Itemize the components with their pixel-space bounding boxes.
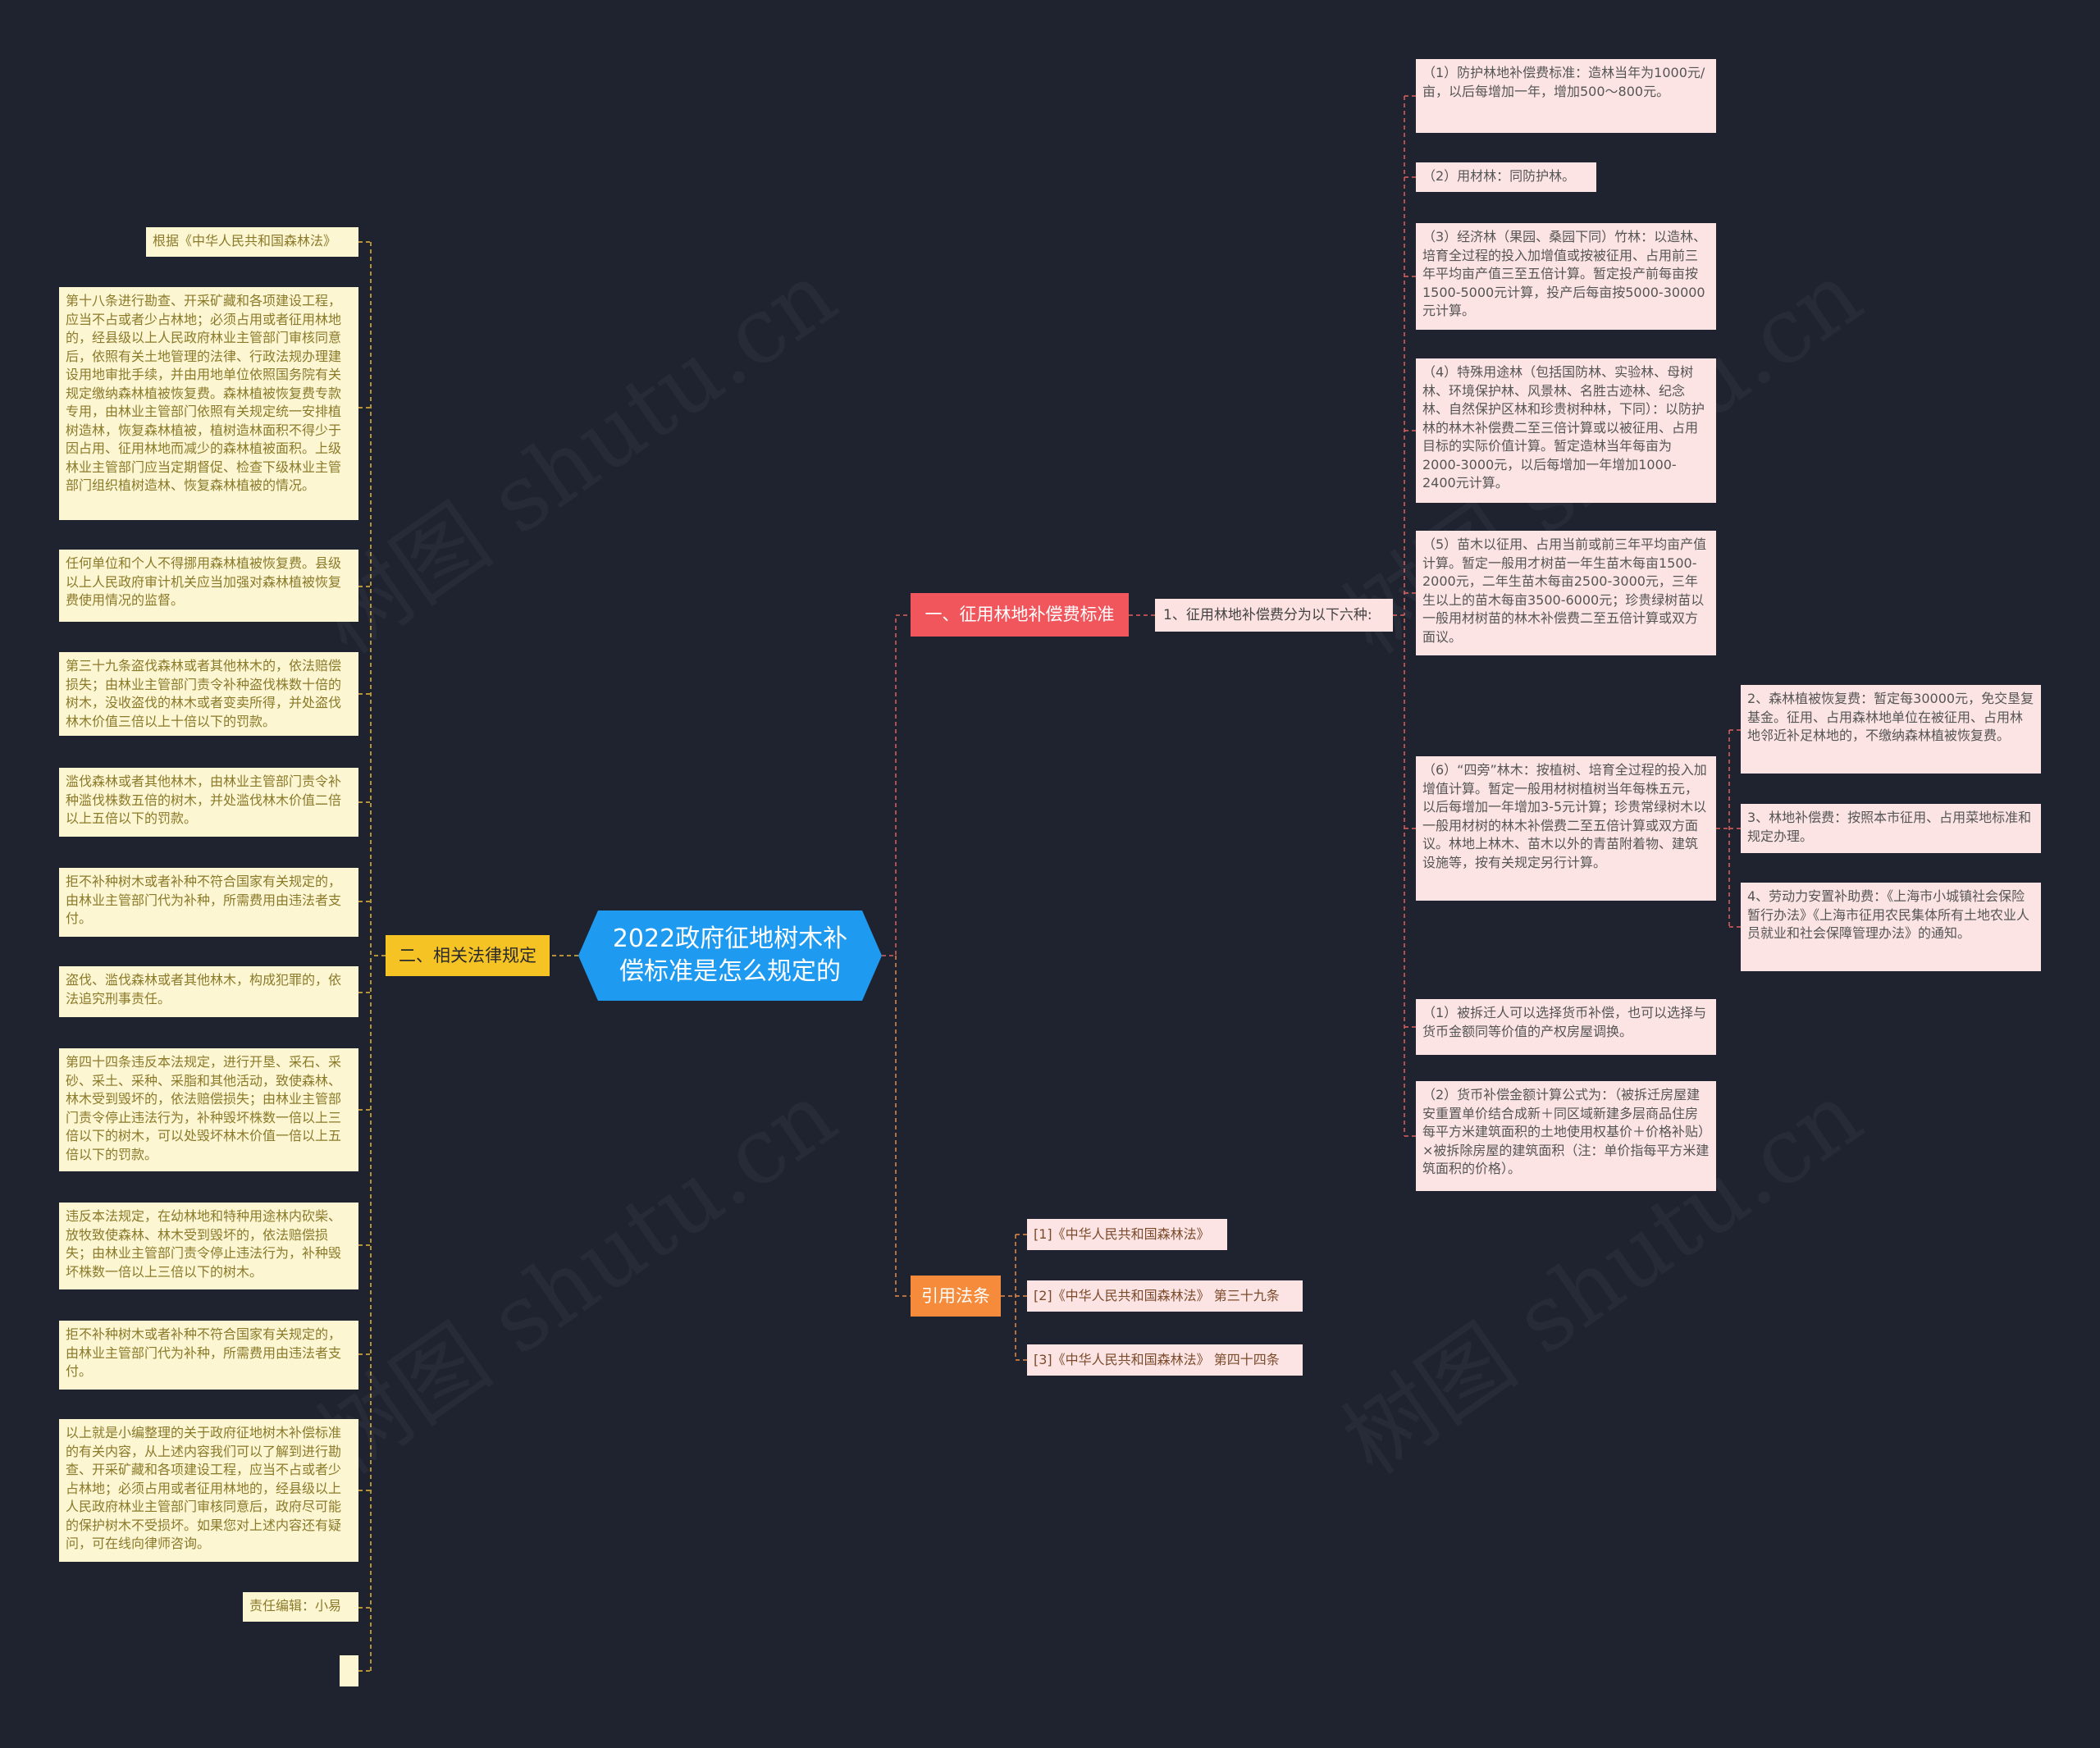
leaf-protection-forest[interactable]: （1）防护林地补偿费标准：造林当年为1000元/亩，以后每增加一年，增加500～…	[1416, 59, 1716, 133]
leaf-timber-forest[interactable]: （2）用材林：同防护林。	[1416, 162, 1596, 192]
root-topic[interactable]: 2022政府征地树木补偿标准是怎么规定的	[578, 911, 882, 1001]
leaf-citation-3[interactable]: [3]《中华人民共和国森林法》 第四十四条	[1027, 1344, 1303, 1376]
leaf-young-forest[interactable]: 违反本法规定，在幼林地和特种用途林内砍柴、放牧致使森林、林木受到毁坏的，依法赔偿…	[59, 1203, 358, 1289]
branch-cited-laws[interactable]: 引用法条	[911, 1276, 1001, 1317]
branch-compensation-standards[interactable]: 一、征用林地补偿费标准	[911, 593, 1129, 637]
leaf-citation-2[interactable]: [2]《中华人民共和国森林法》 第三十九条	[1027, 1280, 1303, 1312]
leaf-refuse-replant[interactable]: 拒不补种树木或者补种不符合国家有关规定的，由林业主管部门代为补种，所需费用由违法…	[59, 868, 358, 937]
leaf-article-39[interactable]: 第三十九条盗伐森林或者其他林木的，依法赔偿损失；由林业主管部门责令补种盗伐株数十…	[59, 652, 358, 736]
leaf-summary[interactable]: 以上就是小编整理的关于政府征地树木补偿标准的有关内容，从上述内容我们可以了解到进…	[59, 1419, 358, 1562]
connector-root-b3	[895, 956, 911, 1297]
leaf-article-18[interactable]: 第十八条进行勘查、开采矿藏和各项建设工程，应当不占或者少占林地；必须占用或者征用…	[59, 287, 358, 520]
branch-legal-provisions[interactable]: 二、相关法律规定	[386, 935, 550, 976]
leaf-forest-law-ref[interactable]: 根据《中华人民共和国森林法》	[146, 227, 358, 257]
leaf-citation-1[interactable]: [1]《中华人民共和国森林法》	[1027, 1219, 1227, 1250]
connector-root-b1	[882, 614, 911, 956]
subtopic-six-types[interactable]: 1、征用林地补偿费分为以下六种:	[1155, 599, 1393, 632]
leaf-article-44[interactable]: 第四十四条违反本法规定，进行开垦、采石、采砂、采土、采种、采脂和其他活动，致使森…	[59, 1048, 358, 1171]
leaf-monetary-formula[interactable]: （2）货币补偿金额计算公式为：（被拆迁房屋建安重置单价结合成新＋同区域新建多层商…	[1416, 1081, 1716, 1191]
leaf-economic-forest[interactable]: （3）经济林（果园、桑园下同）竹林：以造林、培育全过程的投入加增值或按被征用、占…	[1416, 223, 1716, 330]
leaf-vegetation-fee[interactable]: 2、森林植被恢复费：暂定每30000元，免交垦复基金。征用、占用森林地单位在被征…	[1741, 685, 2041, 774]
connector-mid-spine	[1393, 614, 1405, 1136]
leaf-editor[interactable]: 责任编辑：小易	[243, 1592, 358, 1622]
leaf-seedlings[interactable]: （5）苗木以征用、占用当前或前三年平均亩产值计算。暂定一般用才树苗一年生苗木每亩…	[1416, 531, 1716, 655]
leaf-empty[interactable]	[340, 1655, 358, 1686]
leaf-land-compensation[interactable]: 3、林地补偿费：按照本市征用、占用菜地标准和规定办理。	[1741, 804, 2041, 853]
leaf-labor-resettlement[interactable]: 4、劳动力安置补助费：《上海市小城镇社会保险暂行办法》《上海市征用农民集体所有土…	[1741, 883, 2041, 971]
leaf-four-side-trees[interactable]: （6）“四旁”林木：按植树、培育全过程的投入加增值计算。暂定一般用材树植树当年每…	[1416, 756, 1716, 901]
leaf-fee-misuse[interactable]: 任何单位和个人不得挪用森林植被恢复费。县级以上人民政府审计机关应当加强对森林植被…	[59, 550, 358, 622]
leaf-relocation-option[interactable]: （1）被拆迁人可以选择货币补偿，也可以选择与货币金额同等价值的产权房屋调换。	[1416, 999, 1716, 1055]
leaf-illegal-felling[interactable]: 滥伐森林或者其他林木，由林业主管部门责令补种滥伐株数五倍的树木，并处滥伐林木价值…	[59, 768, 358, 837]
leaf-special-forest[interactable]: （4）特殊用途林（包括国防林、实验林、母树林、环境保护林、风景林、名胜古迹林、纪…	[1416, 358, 1716, 503]
leaf-criminal-liability[interactable]: 盗伐、滥伐森林或者其他林木，构成犯罪的，依法追究刑事责任。	[59, 966, 358, 1017]
leaf-refuse-replant-2[interactable]: 拒不补种树木或者补种不符合国家有关规定的，由林业主管部门代为补种，所需费用由违法…	[59, 1321, 358, 1390]
